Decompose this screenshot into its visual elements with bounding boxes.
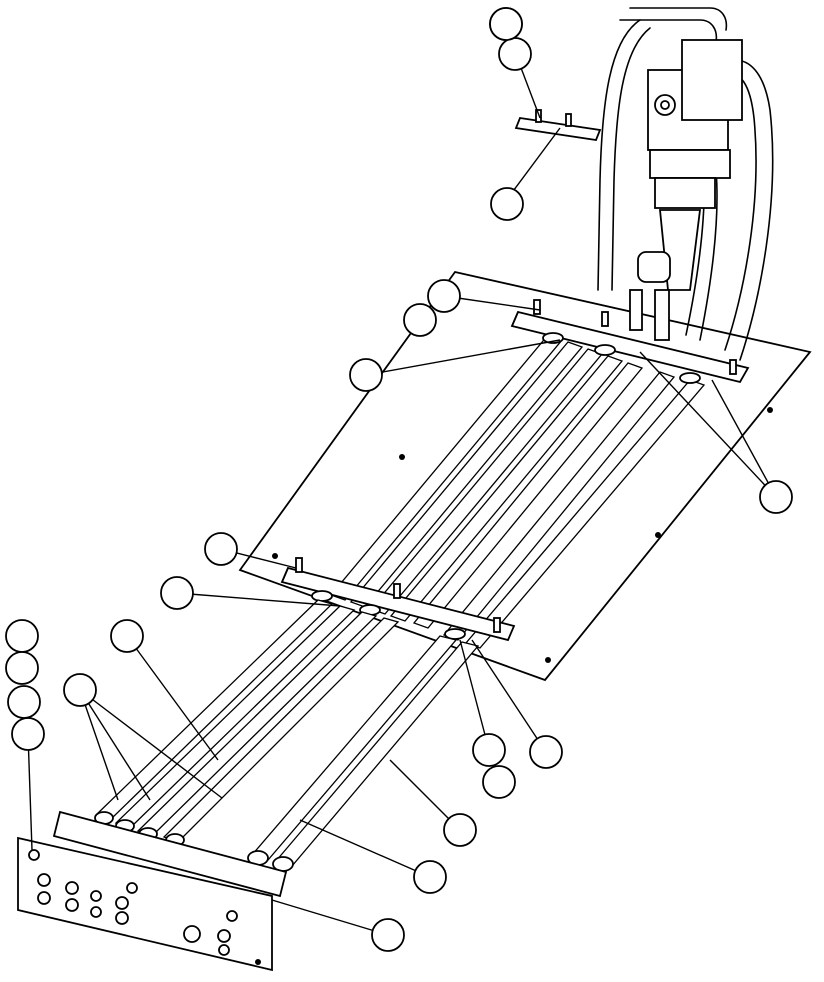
callout-balloon bbox=[371, 918, 405, 952]
upper-bracket bbox=[514, 109, 602, 141]
lower-clamp-bar bbox=[280, 557, 516, 642]
callout-balloon bbox=[443, 813, 477, 847]
callout-balloon bbox=[759, 480, 793, 514]
callout-balloon bbox=[349, 358, 383, 392]
callout-balloon bbox=[489, 7, 523, 41]
callout-balloon bbox=[11, 717, 45, 751]
front-panel bbox=[17, 810, 288, 972]
callout-balloons bbox=[5, 7, 793, 952]
callout-balloon bbox=[160, 576, 194, 610]
callout-balloon bbox=[110, 619, 144, 653]
tube-bundle bbox=[329, 334, 706, 649]
callout-balloon bbox=[498, 37, 532, 71]
callout-balloon bbox=[5, 619, 39, 653]
callout-balloon bbox=[403, 303, 437, 337]
callout-balloon bbox=[482, 765, 516, 799]
callout-balloon bbox=[529, 735, 563, 769]
callout-balloon bbox=[7, 685, 41, 719]
callout-balloon bbox=[427, 279, 461, 313]
callout-balloon bbox=[63, 673, 97, 707]
callout-balloon bbox=[5, 651, 39, 685]
callout-balloon bbox=[490, 187, 524, 221]
valve-assembly bbox=[597, 7, 774, 361]
upper-clamp-bar bbox=[510, 299, 750, 384]
callout-balloon bbox=[413, 860, 447, 894]
callout-balloon bbox=[204, 532, 238, 566]
front-tubes bbox=[94, 599, 480, 872]
callout-balloon bbox=[472, 733, 506, 767]
